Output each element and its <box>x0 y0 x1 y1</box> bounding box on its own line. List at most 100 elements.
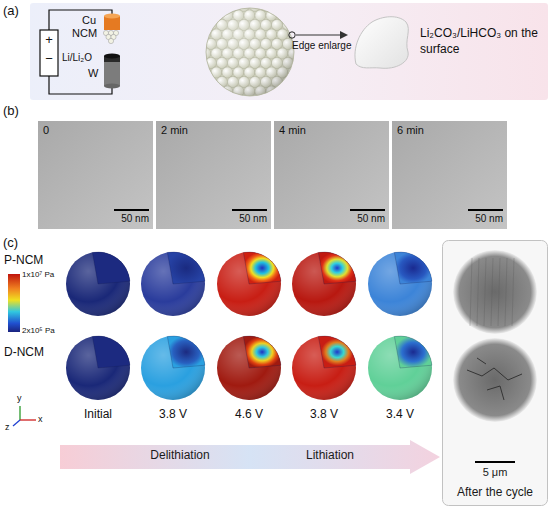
figure-label: (c) <box>3 236 18 251</box>
stress-sphere <box>141 252 205 316</box>
panel-background <box>30 3 548 100</box>
figure-label: Li₂CO₃/LiHCO₃ on the surface <box>420 26 545 57</box>
arrow-band <box>60 440 440 474</box>
stress-cutaway <box>318 336 356 368</box>
battery-symbol <box>40 30 58 76</box>
scale-bar <box>475 461 515 463</box>
tungsten-tip <box>104 84 120 89</box>
lithium-layer <box>104 54 120 59</box>
figure-label: D-NCM <box>4 346 44 360</box>
figure-label: P-NCM <box>4 254 43 268</box>
primary-particle <box>200 86 211 97</box>
stress-sphere <box>217 336 281 400</box>
stress-sphere <box>66 252 130 316</box>
figure-label: − <box>45 52 53 67</box>
axis-y <box>19 406 20 420</box>
node-text: Lithiation <box>306 449 354 463</box>
figure-label: 1x10⁷ Pa <box>22 270 54 279</box>
node-text: Delithiation <box>150 449 209 463</box>
stress-sphere <box>66 252 130 316</box>
copper-electrode <box>104 14 120 19</box>
figure-label: W <box>88 67 98 80</box>
crack-lines <box>467 358 522 400</box>
tem-frame <box>392 121 507 229</box>
figure-label: x <box>38 414 43 424</box>
stress-sphere <box>141 336 205 400</box>
surface-layer <box>355 17 408 69</box>
surface-streak <box>491 258 493 326</box>
surface-streak <box>484 258 486 326</box>
colorbar <box>8 274 20 332</box>
stress-sphere <box>292 252 356 316</box>
figure-label: Cu <box>82 14 96 27</box>
sem-particle <box>453 250 537 334</box>
surface-streak <box>477 258 479 326</box>
figure-label: 4 min <box>279 124 306 137</box>
stress-sphere <box>368 252 432 316</box>
figure-label: z <box>5 422 10 432</box>
primary-particle <box>293 19 304 30</box>
tungsten-tip <box>104 60 120 86</box>
circuit-wire <box>49 76 112 94</box>
primary-particle <box>194 0 205 11</box>
figure-label: Edge enlarge <box>292 40 352 52</box>
figure-label: 0 <box>43 124 49 137</box>
stress-sphere <box>141 336 205 400</box>
figure-label: 50 nm <box>357 213 385 225</box>
zoom-arrow <box>296 34 341 35</box>
tem-frame <box>274 121 389 229</box>
figure-label: 50 nm <box>121 213 149 225</box>
figure-label: 50 nm <box>239 213 267 225</box>
stress-sphere <box>66 336 130 400</box>
stress-cutaway <box>243 336 281 368</box>
panel-border <box>443 241 548 506</box>
surface-streak <box>505 258 507 326</box>
node-text: After the cycle <box>457 486 533 500</box>
stress-sphere <box>368 252 432 316</box>
stress-sphere <box>292 336 356 400</box>
primary-particle <box>293 57 304 68</box>
stress-sphere <box>368 336 432 400</box>
figure-label: (a) <box>3 4 19 19</box>
stress-cutaway <box>243 252 281 284</box>
figure-label: (b) <box>3 104 19 119</box>
scale-bar <box>232 209 267 211</box>
stress-cutaway <box>318 252 356 284</box>
secondary-particle <box>206 8 294 96</box>
figure-label: Initial <box>84 408 112 422</box>
surface-streak <box>498 258 500 326</box>
primary-particle <box>216 0 227 11</box>
figure-label: + <box>45 33 53 48</box>
stress-cutaway <box>394 336 432 368</box>
primary-particle <box>288 10 299 21</box>
zoom-arrow <box>340 31 348 39</box>
secondary-particle <box>206 8 294 96</box>
primary-particle <box>271 0 282 11</box>
process-arrow-band: Delithiation Lithiation <box>60 440 440 474</box>
stress-sphere <box>66 336 130 400</box>
primary-particle <box>211 86 222 97</box>
figure-label: 3.8 V <box>159 408 187 422</box>
axis-x <box>20 419 36 420</box>
scale-bar <box>350 209 385 211</box>
figure-label: y <box>17 393 22 403</box>
surface-streak <box>470 258 472 326</box>
tem-frame <box>38 121 153 229</box>
stress-sphere <box>141 252 205 316</box>
primary-particle <box>194 76 205 87</box>
stress-cutaway <box>167 252 205 284</box>
sem-particle <box>453 338 537 422</box>
zoom-marker <box>289 32 295 38</box>
stress-cutaway <box>92 336 129 368</box>
primary-particle <box>200 10 211 21</box>
ncm-particle <box>108 38 113 43</box>
primary-particle <box>288 86 299 97</box>
primary-particle <box>194 38 205 49</box>
primary-particle <box>293 76 304 87</box>
figure-label: 4.6 V <box>235 408 263 422</box>
primary-particle <box>282 0 293 11</box>
secondary-particle <box>194 0 304 97</box>
figure-label: 3.4 V <box>386 408 414 422</box>
figure-label: Li/Li₂O <box>62 52 92 64</box>
node-text: 5 μm <box>483 466 508 479</box>
